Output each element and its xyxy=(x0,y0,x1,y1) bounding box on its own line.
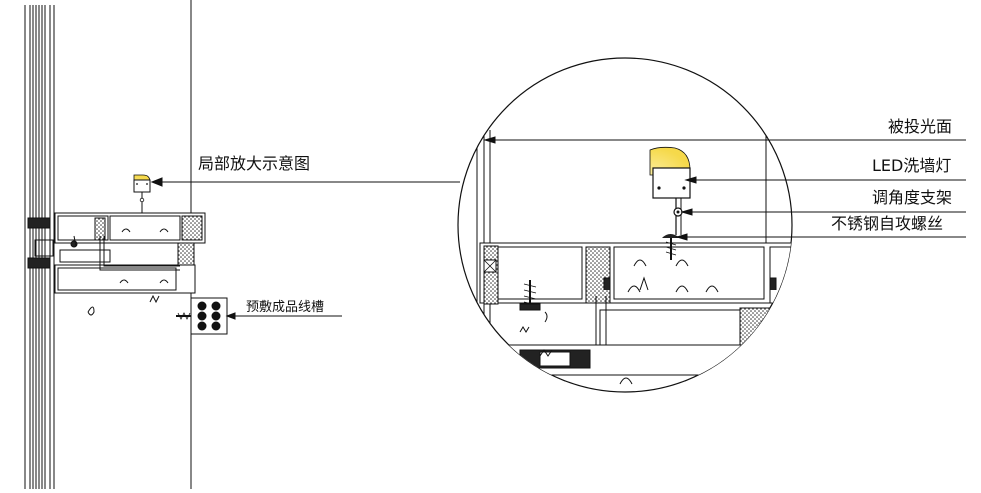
led-wall-washer-lamp xyxy=(649,146,691,260)
small-profile-assembly xyxy=(27,212,206,316)
magnify-circle xyxy=(457,57,793,393)
lit-surface-label: 被投光面 xyxy=(888,117,953,136)
stainless-screw-label: 不锈钢自攻螺丝 xyxy=(831,214,944,233)
cable-trough-icon xyxy=(176,297,228,335)
prewired-trough-label: 预敷成品线槽 xyxy=(246,300,325,315)
adjustable-bracket-label: 调角度支架 xyxy=(872,188,953,207)
small-led-lamp xyxy=(133,174,151,213)
led-wall-washer-label: LED洗墙灯 xyxy=(872,156,952,175)
detail-view-leader xyxy=(150,177,460,187)
right-leaders xyxy=(483,136,966,241)
facade-mullion-lines xyxy=(24,5,55,489)
trough-leader xyxy=(225,312,342,320)
detail-view-label: 局部放大示意图 xyxy=(198,154,311,173)
magnified-detail xyxy=(476,80,792,392)
